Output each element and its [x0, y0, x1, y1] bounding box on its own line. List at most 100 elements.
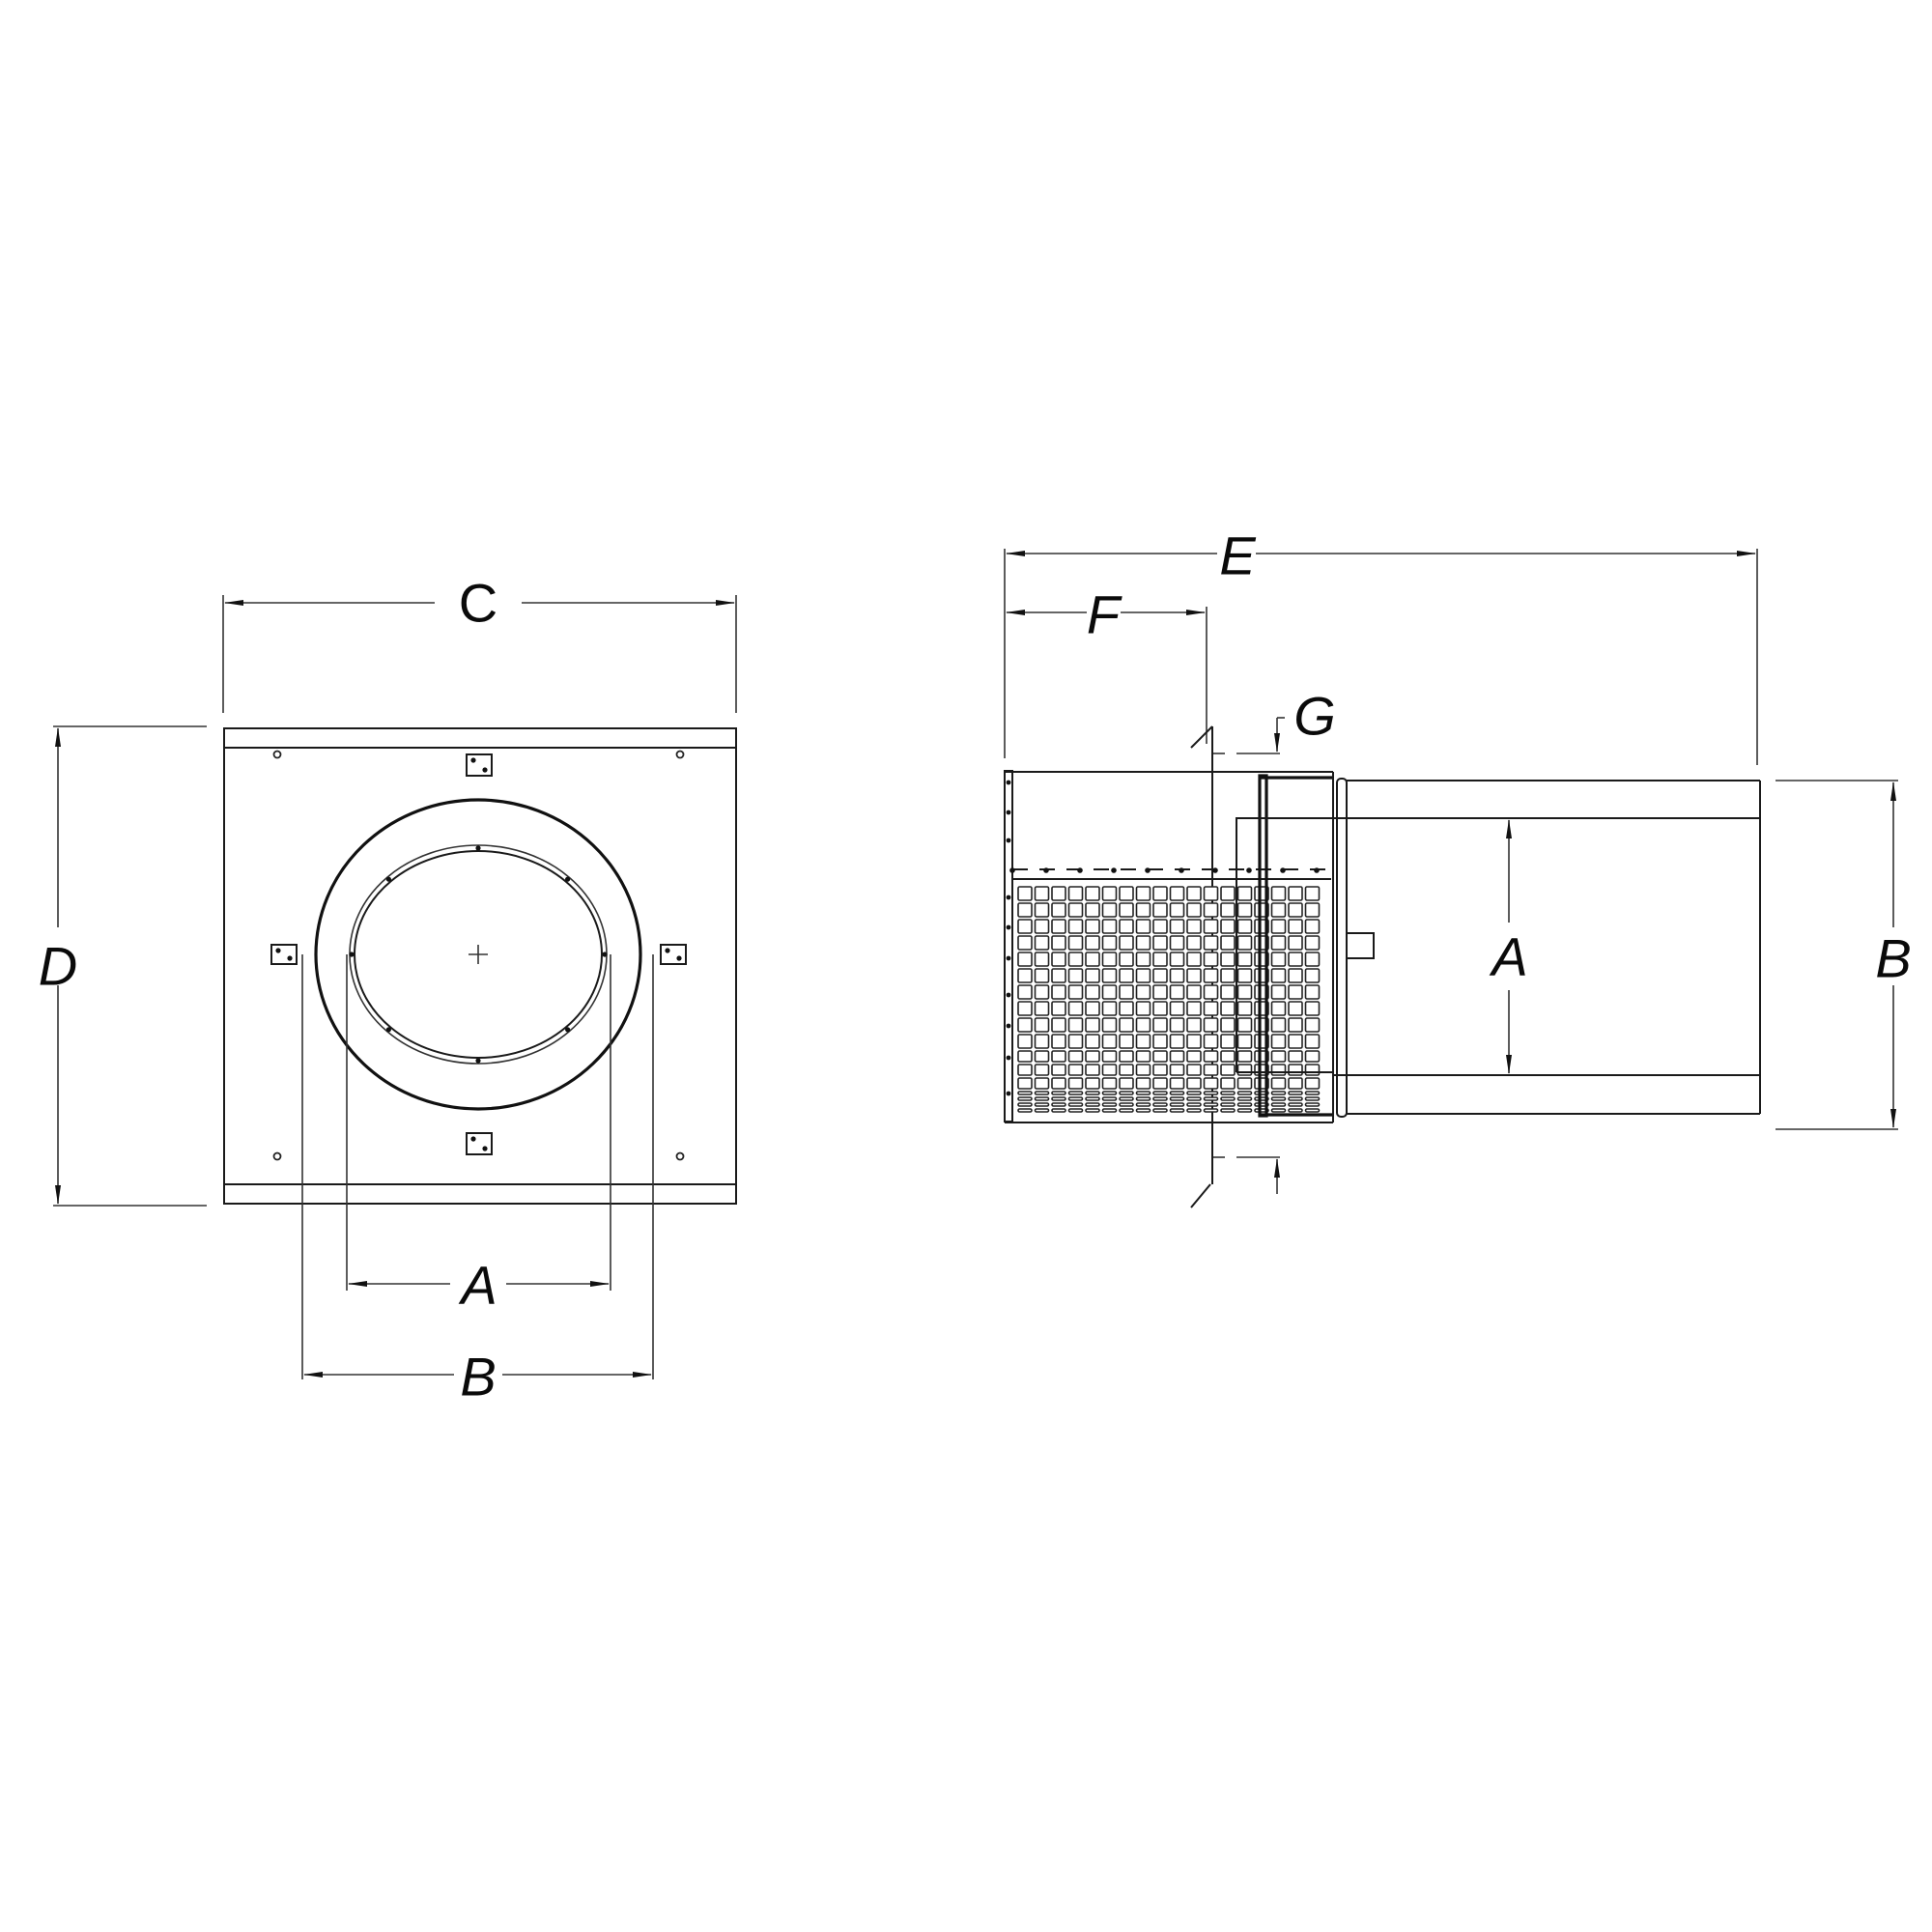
mesh-cell [1067, 1034, 1084, 1049]
mesh-cell [1169, 1064, 1185, 1076]
mesh-cell [1119, 1017, 1134, 1033]
mesh-cell [1051, 1091, 1066, 1095]
mesh-cell [1101, 968, 1118, 983]
mesh-cell [1085, 1108, 1100, 1113]
mesh-cell [1220, 1034, 1236, 1049]
mesh-cell [1236, 919, 1253, 934]
mesh-cell [1152, 984, 1168, 1000]
mesh-cell [1135, 1050, 1151, 1063]
mesh-cell [1101, 1096, 1118, 1101]
rivet-icon [1179, 867, 1184, 873]
rivet-icon [1006, 895, 1011, 900]
mesh-cell [1017, 902, 1033, 918]
mesh-cell [1186, 1077, 1202, 1090]
mesh-cell [1034, 1108, 1050, 1113]
mesh-cell [1152, 1034, 1168, 1049]
mesh-cell [1085, 1001, 1100, 1016]
mesh-cell [1017, 1050, 1033, 1063]
mesh-cell [1270, 1108, 1287, 1113]
mesh-cell [1288, 1091, 1303, 1095]
mesh-cell [1304, 902, 1321, 918]
mesh-cell [1220, 968, 1236, 983]
corner-hole-icon [675, 750, 685, 759]
mesh-cell [1203, 1001, 1219, 1016]
mesh-cell [1152, 952, 1168, 967]
rivet-icon [1077, 867, 1083, 873]
mesh-cell [1169, 902, 1185, 918]
mesh-cell [1203, 1096, 1219, 1101]
mesh-cell [1169, 1091, 1185, 1095]
mesh-cell [1101, 1108, 1118, 1113]
mesh-cell [1288, 1096, 1303, 1101]
mesh-cell [1067, 1077, 1084, 1090]
mesh-cell [1017, 1017, 1033, 1033]
mesh-cell [1101, 1091, 1118, 1095]
rivet-icon [1006, 1055, 1011, 1061]
mesh-grid [1017, 886, 1321, 1113]
dimension-b-front: B [301, 954, 654, 1407]
mesh-cell [1186, 1108, 1202, 1113]
label-e: E [1219, 526, 1256, 586]
mesh-cell [1101, 952, 1118, 967]
mesh-cell [1085, 984, 1100, 1000]
rivet-icon [565, 876, 571, 882]
mesh-cell [1236, 902, 1253, 918]
mesh-cell [1186, 1091, 1202, 1095]
mesh-cell [1135, 935, 1151, 951]
corner-hole-icon [272, 750, 282, 759]
rivet-icon [1006, 924, 1011, 930]
mesh-cell [1220, 1102, 1236, 1107]
mesh-cell [1288, 984, 1303, 1000]
mesh-cell [1135, 1077, 1151, 1090]
mesh-cell [1152, 1064, 1168, 1076]
mesh-cell [1135, 1001, 1151, 1016]
mesh-cell [1270, 1091, 1287, 1095]
mesh-cell [1119, 902, 1134, 918]
rivet-icon [475, 845, 481, 851]
mesh-cell [1186, 1064, 1202, 1076]
mesh-cell [1220, 1096, 1236, 1101]
mesh-cell [1101, 886, 1118, 901]
mesh-cell [1288, 1050, 1303, 1063]
mesh-cell [1270, 902, 1287, 918]
dimension-e: E [1004, 526, 1758, 765]
mesh-cell [1051, 1077, 1066, 1090]
mesh-cell [1135, 902, 1151, 918]
mesh-cell [1270, 1017, 1287, 1033]
mesh-cell [1236, 1108, 1253, 1113]
mesh-cell [1017, 886, 1033, 901]
mesh-cell [1017, 984, 1033, 1000]
mesh-cell [1067, 1102, 1084, 1107]
rivet-icon [1145, 867, 1151, 873]
mesh-cell [1203, 1102, 1219, 1107]
mesh-cell [1270, 1050, 1287, 1063]
mesh-cell [1135, 1096, 1151, 1101]
mesh-cell [1203, 1091, 1219, 1095]
mesh-cell [1051, 1001, 1066, 1016]
mesh-cell [1270, 1064, 1287, 1076]
mesh-cell [1034, 1017, 1050, 1033]
mesh-cell [1135, 952, 1151, 967]
rivet-icon [1006, 780, 1011, 785]
mesh-cell [1135, 1064, 1151, 1076]
mesh-cell [1220, 1091, 1236, 1095]
mesh-cell [1101, 1034, 1118, 1049]
mesh-cell [1304, 1001, 1321, 1016]
mesh-cell [1101, 984, 1118, 1000]
ring-inner [354, 850, 603, 1059]
mesh-cell [1270, 919, 1287, 934]
mesh-cell [1085, 1096, 1100, 1101]
label-a-front: A [458, 1255, 497, 1316]
mesh-cell [1304, 1102, 1321, 1107]
mesh-cell [1119, 935, 1134, 951]
mesh-cell [1119, 1034, 1134, 1049]
mesh-cell [1169, 886, 1185, 901]
duct-clip [1346, 932, 1375, 959]
dimension-c: C [222, 573, 737, 713]
mesh-cell [1135, 1017, 1151, 1033]
mesh-cell [1220, 935, 1236, 951]
mesh-cell [1017, 968, 1033, 983]
mesh-cell [1034, 902, 1050, 918]
rivet-icon [1006, 1091, 1011, 1096]
